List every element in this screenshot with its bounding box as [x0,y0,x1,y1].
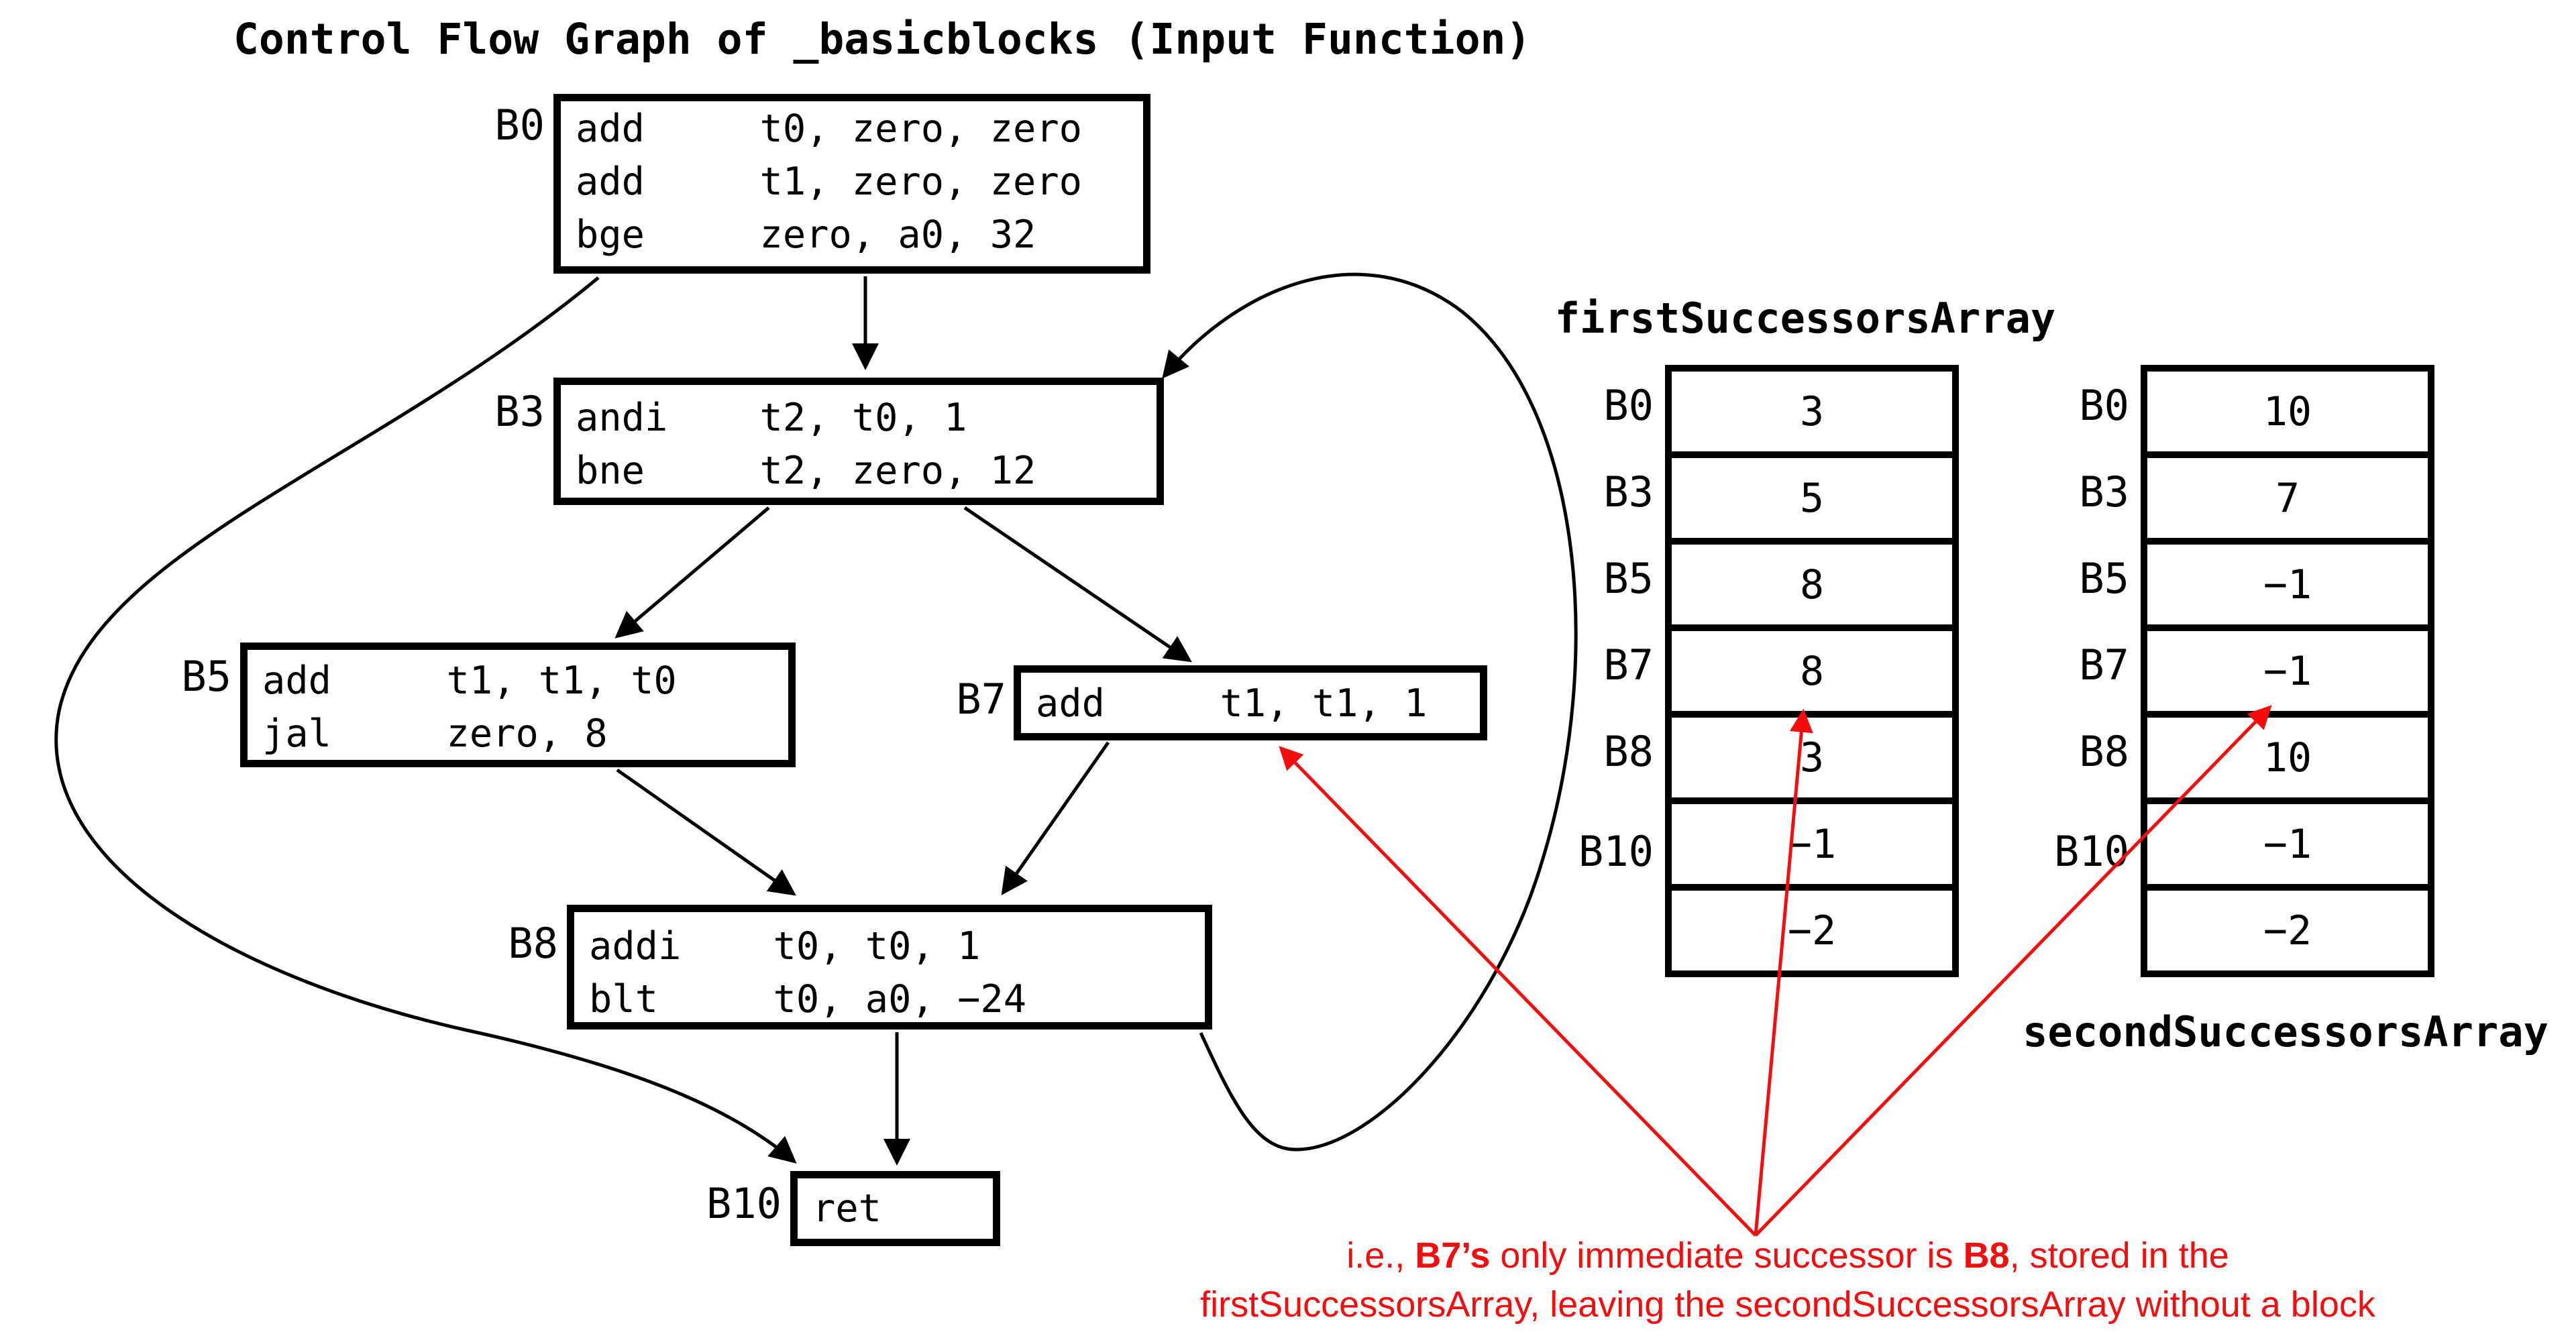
block-label-b3: B3 [494,387,545,436]
block-b3-instructions: andi t2, t0, 1 bne t2, zero, 12 [576,396,1036,493]
first-successors-array-title: firstSuccessorsArray [1554,294,2056,343]
array-row-label: B3 [2079,467,2129,516]
edge-b3-b5 [614,506,770,638]
array-cell: 8 [1672,545,1952,631]
array-row-label: B0 [1603,381,1654,430]
array-cell: −1 [2147,545,2428,631]
edge-b3-b7 [963,506,1192,663]
array-cell: 8 [1672,631,1952,718]
block-b0: add t0, zero, zero add t1, zero, zero bg… [553,94,1150,274]
block-label-b7: B7 [956,675,1006,724]
block-label-b8: B8 [508,919,558,968]
array-cell: −2 [1787,907,1837,954]
block-b8: addi t0, t0, 1 blt t0, a0, −24 [567,905,1212,1029]
array-cell: 10 [2147,372,2428,458]
annotation-caption: i.e., B7’s only immediate successor is B… [1006,1231,2569,1329]
array-row-label: B7 [1603,641,1654,689]
block-label-b5: B5 [181,652,231,701]
block-b0-instructions: add t0, zero, zero add t1, zero, zero bg… [576,107,1082,257]
block-b8-instructions: addi t0, t0, 1 blt t0, a0, −24 [589,924,1027,1021]
array-cell: −1 [2147,631,2428,718]
edge-b5-b8 [616,768,796,896]
array-row-label: B0 [2079,381,2129,430]
array-row-label: B7 [2079,641,2129,689]
block-b5: add t1, t1, t0 jal zero, 8 [240,643,796,767]
block-b10-instructions: ret [812,1186,881,1231]
block-label-b10: B10 [706,1179,782,1228]
block-b5-instructions: add t1, t1, t0 jal zero, 8 [262,659,677,756]
array-cell: −1 [1672,804,1952,891]
array-cell: 5 [1672,458,1952,545]
array-row-label: B8 [1603,727,1654,776]
diagram-title: Control Flow Graph of _basicblocks (Inpu… [233,15,1532,64]
annotation-line-1: i.e., B7’s only immediate successor is B… [1346,1235,2229,1276]
array-row-label: B8 [2079,727,2129,776]
second-successors-array: 10 7 −1 −1 10 −1 −2 [2141,365,2434,977]
array-row-label: B5 [1603,554,1654,603]
array-cell: −1 [2147,804,2428,891]
array-row-label: B10 [1578,827,1654,876]
annotation-line-2: firstSuccessorsArray, leaving the second… [1200,1284,2375,1325]
array-cell: 7 [2147,458,2428,545]
array-cell: 3 [1672,718,1952,804]
block-b10: ret [790,1171,1000,1246]
block-b3: andi t2, t0, 1 bne t2, zero, 12 [553,378,1164,505]
block-b7: add t1, t1, 1 [1014,665,1487,740]
edge-b7-b8 [1001,741,1110,895]
array-cell: 3 [1672,372,1952,458]
array-cell: −2 [2263,907,2312,954]
array-row-label: B10 [2054,827,2129,876]
array-cell: 10 [2147,718,2428,804]
array-row-label: B3 [1603,467,1654,516]
block-label-b0: B0 [494,101,545,150]
array-row-label: B5 [2079,554,2129,603]
first-successors-array: 3 5 8 8 3 −1 −2 [1665,365,1959,977]
second-successors-array-title: secondSuccessorsArray [2023,1007,2548,1056]
block-b7-instructions: add t1, t1, 1 [1036,681,1428,726]
